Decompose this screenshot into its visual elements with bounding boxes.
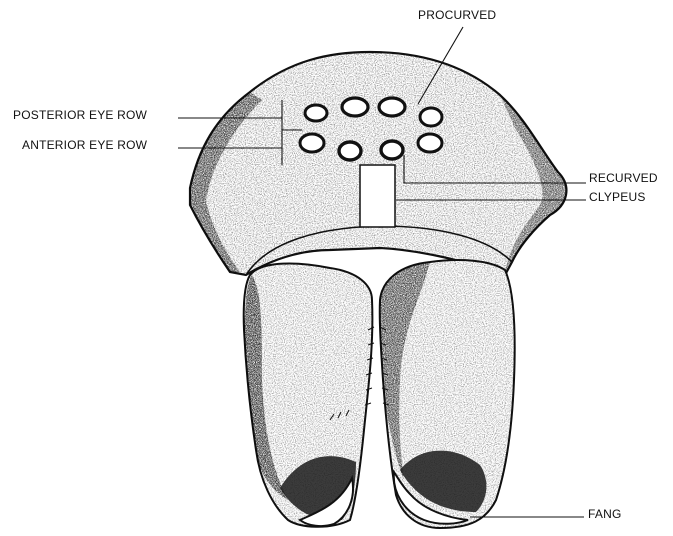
carapace [190, 52, 566, 275]
label-posterior-eye-row: POSTERIOR EYE ROW [13, 108, 147, 122]
label-fang: FANG [588, 507, 621, 521]
label-recurved: RECURVED [589, 171, 658, 185]
label-clypeus: CLYPEUS [589, 190, 646, 204]
label-anterior-eye-row: ANTERIOR EYE ROW [22, 138, 147, 152]
label-procurved: PROCURVED [418, 8, 496, 22]
clypeus-region [360, 165, 395, 227]
